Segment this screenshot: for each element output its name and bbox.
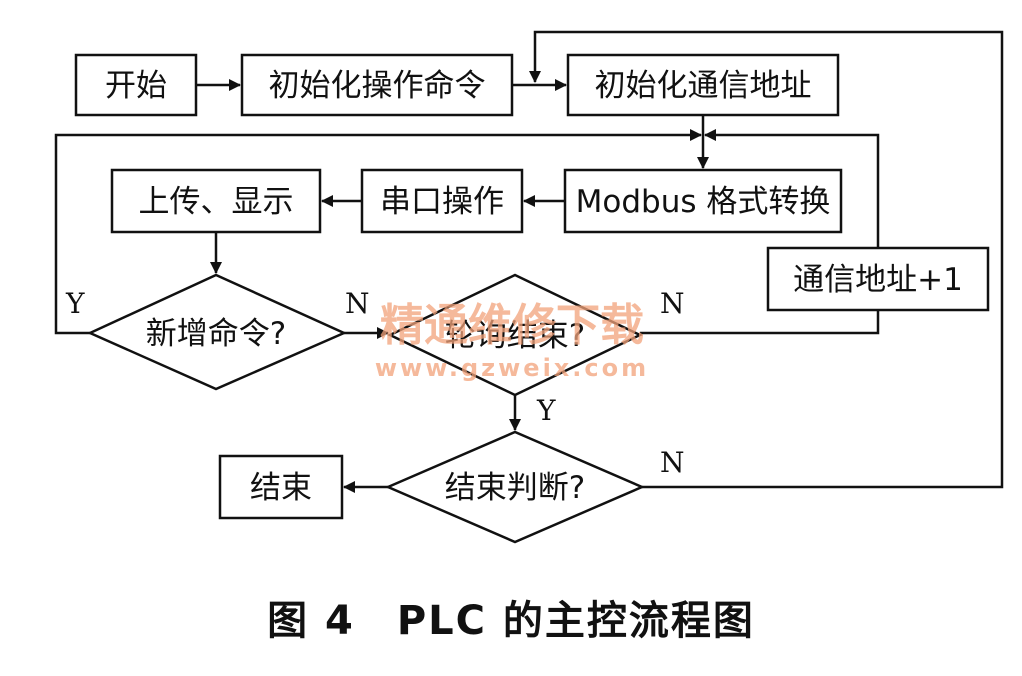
node-end: 结束 (218, 454, 344, 520)
node-start-label: 开始 (105, 68, 167, 104)
decision-end-judge-label: 结束判断? (445, 470, 585, 506)
node-modbus-convert-label: Modbus 格式转换 (576, 184, 831, 220)
watermark-url: www.gzweix.com (375, 354, 649, 382)
connectors (54, 30, 1004, 493)
decision-new-command-label: 新增命令? (146, 316, 286, 352)
node-start: 开始 (74, 53, 198, 117)
decision-poll-end-label: 轮询结束? (445, 318, 585, 354)
node-serial-operation-label: 串口操作 (380, 184, 504, 220)
label-new-command-yes: Y (65, 287, 85, 320)
node-init-address-label: 初始化通信地址 (595, 68, 812, 104)
edge-increment-loop (704, 129, 880, 248)
decision-poll-end: 轮询结束? (387, 273, 643, 397)
watermark-text: 精通维修下载 (380, 300, 644, 351)
node-init-command: 初始化操作命令 (240, 53, 514, 117)
node-init-address: 初始化通信地址 (566, 53, 840, 117)
node-serial-operation: 串口操作 (360, 168, 524, 234)
label-new-command-no: N (345, 287, 370, 320)
node-upload-display: 上传、显示 (110, 168, 322, 234)
node-init-command-label: 初始化操作命令 (269, 68, 486, 104)
node-address-increment: 通信地址+1 (766, 246, 990, 312)
edge-new-command-yes-loop (54, 129, 702, 335)
node-modbus-convert: Modbus 格式转换 (563, 168, 843, 234)
edge-end-judge-no-loop (529, 30, 1004, 489)
label-poll-no: N (660, 287, 685, 320)
label-poll-yes: Y (536, 394, 556, 427)
node-end-label: 结束 (250, 470, 312, 506)
label-end-judge-no: N (660, 446, 685, 479)
decision-new-command: 新增命令? (86, 273, 348, 391)
node-address-increment-label: 通信地址+1 (793, 262, 963, 298)
figure-caption: 图 4 PLC 的主控流程图 (267, 598, 755, 644)
node-upload-display-label: 上传、显示 (139, 184, 294, 220)
edge-poll-no-to-increment (640, 310, 880, 335)
decision-end-judge: 结束判断? (384, 430, 646, 544)
